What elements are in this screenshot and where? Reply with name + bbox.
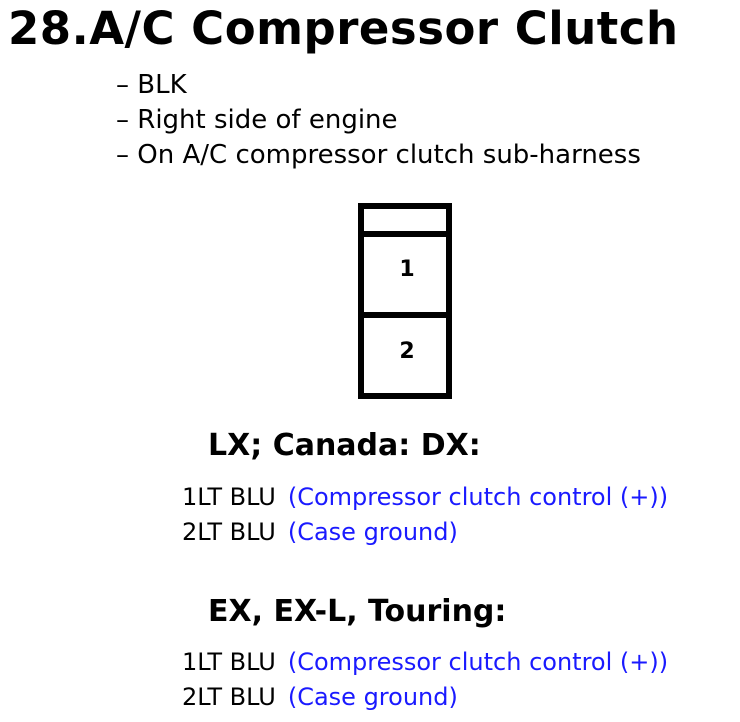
note-location: – Right side of engine bbox=[116, 105, 398, 135]
pin-description: (Case ground) bbox=[287, 683, 458, 711]
pin-number: 1 bbox=[182, 648, 198, 676]
note-harness: – On A/C compressor clutch sub-harness bbox=[116, 140, 641, 170]
section-heading-ex: EX, EX-L, Touring: bbox=[208, 594, 507, 629]
wire-color: LT BLU bbox=[197, 648, 276, 676]
pin-number: 2 bbox=[182, 683, 198, 711]
pin-row: 2LT BLU (Case ground) bbox=[182, 518, 458, 546]
page-title: 28.A/C Compressor Clutch bbox=[8, 2, 679, 55]
wire-color: LT BLU bbox=[197, 683, 276, 711]
pin-description: (Compressor clutch control (+)) bbox=[287, 648, 669, 676]
connector-diagram: 1 2 bbox=[358, 203, 452, 399]
section-heading-lx: LX; Canada: DX: bbox=[208, 428, 481, 463]
note-color: – BLK bbox=[116, 70, 187, 100]
pin-number: 1 bbox=[182, 483, 198, 511]
connector-notes: – BLK – Right side of engine – On A/C co… bbox=[116, 68, 641, 173]
pin-row: 1LT BLU (Compressor clutch control (+)) bbox=[182, 648, 668, 676]
pin-2-label: 2 bbox=[399, 339, 414, 364]
pin-row: 2LT BLU (Case ground) bbox=[182, 683, 458, 711]
pin-description: (Case ground) bbox=[287, 518, 458, 546]
pin-number: 2 bbox=[182, 518, 198, 546]
wire-color: LT BLU bbox=[197, 483, 276, 511]
pin-1-label: 1 bbox=[399, 257, 414, 282]
pin-description: (Compressor clutch control (+)) bbox=[287, 483, 669, 511]
connector-housing bbox=[358, 203, 452, 399]
pin-row: 1LT BLU (Compressor clutch control (+)) bbox=[182, 483, 668, 511]
wire-color: LT BLU bbox=[197, 518, 276, 546]
